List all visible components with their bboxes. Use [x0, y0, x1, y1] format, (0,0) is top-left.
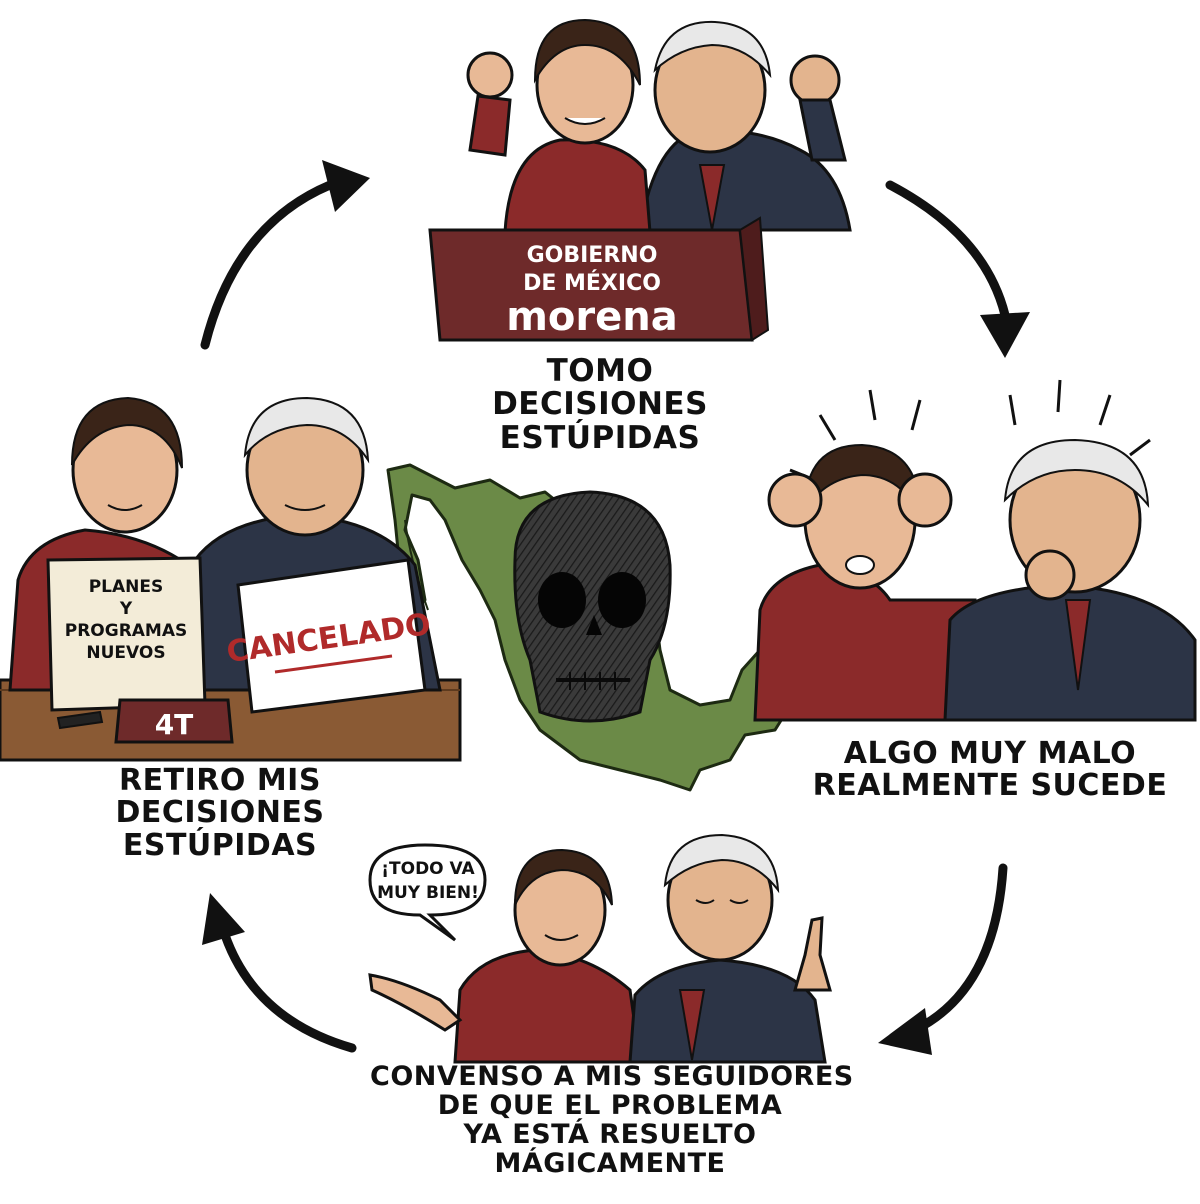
arrow-top-left [200, 160, 370, 350]
skull-icon [513, 490, 672, 723]
caption-bottom-line1: CONVENSO A MIS SEGUIDORES [370, 1061, 854, 1092]
caption-top-line2: DECISIONES [492, 386, 708, 423]
caption-left-line1: RETIRO MIS [119, 763, 321, 798]
plans-sign-line3: PROGRAMAS [65, 621, 188, 641]
caption-right-line2: REALMENTE SUCEDE [812, 768, 1168, 804]
arrow-bottom-right [878, 863, 1008, 1055]
plans-sign-line2: Y [119, 599, 133, 619]
plans-sign-line4: NUEVOS [86, 643, 165, 663]
cancel-sign [236, 558, 427, 714]
caption-right: ALGO MUY MALO REALMENTE SUCEDE [810, 736, 1170, 804]
caption-left-line3: ESTÚPIDAS [122, 827, 318, 863]
caption-right-line1: ALGO MUY MALO [843, 736, 1137, 771]
caption-bottom-line3: YA ESTÁ RESUELTO [463, 1119, 757, 1151]
caption-left: RETIRO MIS DECISIONES ESTÚPIDAS [90, 763, 350, 863]
top-panel-illustration: GOBIERNO DE MÉXICO morena [428, 18, 852, 342]
right-panel-illustration [753, 379, 1197, 722]
podium-line1: GOBIERNO [527, 243, 658, 268]
speech-bubble-line2: MUY BIEN! [377, 883, 479, 903]
caption-left-line2: DECISIONES [115, 795, 325, 831]
podium-brand-logo: morena [506, 294, 677, 340]
arrow-bottom-left [202, 893, 357, 1053]
desk-plate [114, 698, 234, 744]
left-panel-illustration: PLANES Y PROGRAMAS NUEVOS CANCELADO 4T [0, 396, 462, 762]
speech-bubble [368, 843, 487, 942]
podium-line2: DE MÉXICO [523, 270, 661, 296]
caption-top-line1: TOMO [546, 353, 654, 389]
plans-sign-line1: PLANES [89, 577, 164, 597]
desk-plate-text: 4T [155, 708, 194, 741]
caption-bottom-line4: MÁGICAMENTE [494, 1148, 726, 1180]
caption-top: TOMO DECISIONES ESTÚPIDAS [455, 353, 745, 456]
arrow-top-right [885, 180, 1030, 358]
caption-top-line3: ESTÚPIDAS [499, 419, 701, 456]
speech-bubble-line1: ¡TODO VA [381, 859, 475, 879]
caption-bottom: CONVENSO A MIS SEGUIDORES DE QUE EL PROB… [370, 1061, 854, 1180]
caption-bottom-line2: DE QUE EL PROBLEMA [437, 1090, 783, 1122]
bottom-panel-illustration: ¡TODO VA MUY BIEN! [368, 833, 832, 1064]
